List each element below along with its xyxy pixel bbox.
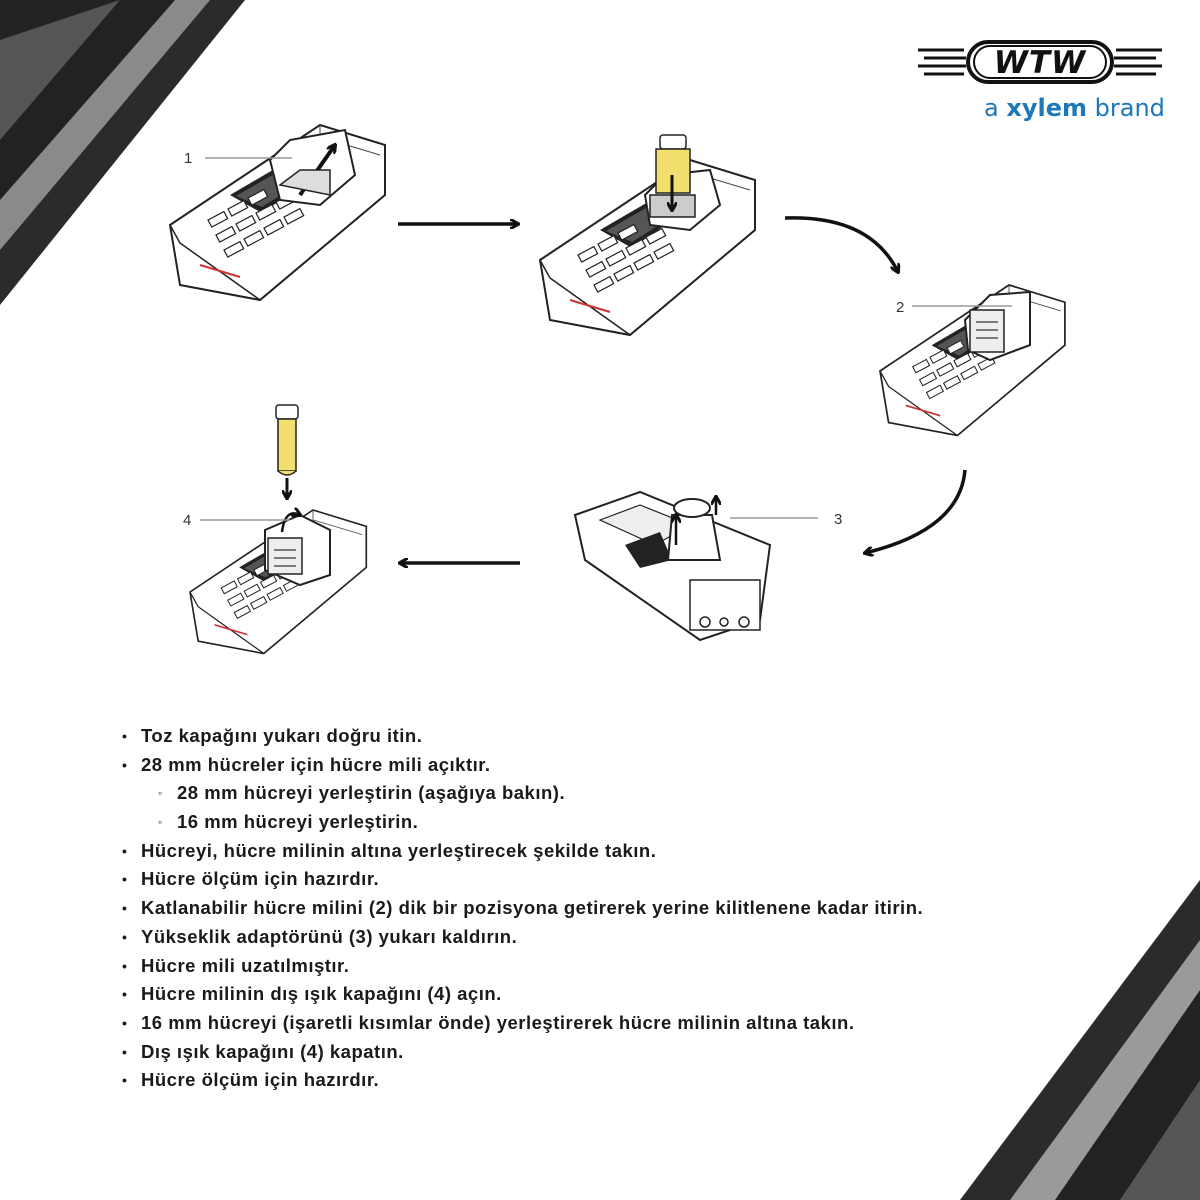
logo-wordmark: WTW	[993, 45, 1087, 81]
callout-4: 4	[183, 512, 192, 529]
bullet-icon: •	[122, 756, 128, 773]
list-item-text: Yükseklik adaptörünü (3) yukarı kaldırın…	[141, 925, 518, 947]
device-step-3	[879, 284, 1066, 437]
bullet-icon: •	[122, 986, 128, 1003]
tagline-prefix: a	[984, 94, 999, 122]
device-step-2	[539, 134, 756, 336]
logo-tagline: a xylem brand	[984, 94, 1165, 122]
flow-arrow-curve-left	[865, 469, 967, 553]
device-step-5	[189, 404, 368, 655]
list-item-text: Dış ışık kapağını (4) kapatın.	[141, 1040, 404, 1062]
bullet-icon: •	[122, 928, 128, 945]
list-item-text: Toz kapağını yukarı doğru itin.	[141, 725, 423, 746]
bullet-icon: •	[122, 900, 128, 917]
list-item-text: 28 mm hücreler için hücre mili açıktır.	[141, 753, 491, 775]
sub-list-item: ◦ 28 mm hücreyi yerleştirin (aşağıya bakı…	[120, 779, 1120, 808]
list-item: • Hücre mili uzatılmıştır.	[120, 952, 1120, 981]
list-item: • Toz kapağını yukarı doğru itin.	[120, 722, 1120, 751]
corner-decoration-top-left	[0, 0, 245, 305]
list-item: • Hücre ölçüm için hazırdır.	[120, 865, 1120, 894]
bullet-icon: •	[122, 1072, 128, 1089]
callout-2: 2	[896, 299, 905, 316]
bullet-icon: •	[122, 1043, 128, 1060]
list-item: • Katlanabilir hücre milini (2) dik bir p…	[120, 894, 1120, 923]
bullet-icon: •	[122, 1014, 128, 1031]
list-item: • Yükseklik adaptörünü (3) yukarı kaldırı…	[120, 923, 1120, 952]
list-item: • Hücre milinin dış ışık kapağını (4) açı…	[120, 980, 1120, 1009]
list-item: • Hücreyi, hücre milinin altına yerleştir…	[120, 837, 1120, 866]
list-item-text: Hücre milinin dış ışık kapağını (4) açın…	[141, 983, 502, 1005]
callout-3: 3	[834, 511, 843, 528]
bullet-icon: •	[122, 957, 128, 974]
hollow-bullet-icon: ◦	[158, 815, 163, 830]
list-item-text: Katlanabilir hücre milini (2) dik bir po…	[141, 897, 924, 919]
callout-1: 1	[184, 150, 193, 167]
list-item-text: 28 mm hücreyi yerleştirin (aşağıya bakın…	[177, 782, 566, 804]
list-item-text: Hücre mili uzatılmıştır.	[141, 954, 350, 976]
flow-arrow-curve-down	[784, 216, 898, 272]
list-item: • Dış ışık kapağını (4) kapatın.	[120, 1038, 1120, 1067]
list-item-text: Hücre ölçüm için hazırdır.	[141, 1069, 380, 1091]
bullet-icon: •	[122, 871, 128, 888]
device-step-1	[169, 124, 386, 301]
list-item: • 16 mm hücreyi (işaretli kısımlar önde) …	[120, 1009, 1120, 1038]
list-item-text: Hücre ölçüm için hazırdır.	[141, 868, 380, 890]
wtw-logo: WTW a xylem brand	[910, 36, 1170, 132]
list-item-text: Hücreyi, hücre milinin altına yerleştire…	[141, 839, 657, 861]
bullet-icon: •	[122, 728, 128, 744]
corner-decoration-bottom-right	[960, 880, 1200, 1200]
list-item-text: 16 mm hücreyi (işaretli kısımlar önde) y…	[141, 1011, 855, 1033]
procedure-illustration	[169, 124, 1066, 655]
tagline-suffix: brand	[1094, 94, 1165, 122]
tagline-brand: xylem	[1006, 94, 1087, 122]
bullet-icon: •	[122, 842, 128, 859]
list-item-text: 16 mm hücreyi yerleştirin.	[177, 811, 419, 833]
sub-list-item: ◦ 16 mm hücreyi yerleştirin.	[120, 808, 1120, 837]
device-step-4	[573, 490, 772, 642]
list-item: • 28 mm hücreler için hücre mili açıktır.	[120, 751, 1120, 780]
instruction-list: • Toz kapağını yukarı doğru itin. • 28 mm h…	[120, 722, 1120, 1095]
hollow-bullet-icon: ◦	[158, 786, 163, 801]
list-item: • Hücre ölçüm için hazırdır.	[120, 1066, 1120, 1095]
